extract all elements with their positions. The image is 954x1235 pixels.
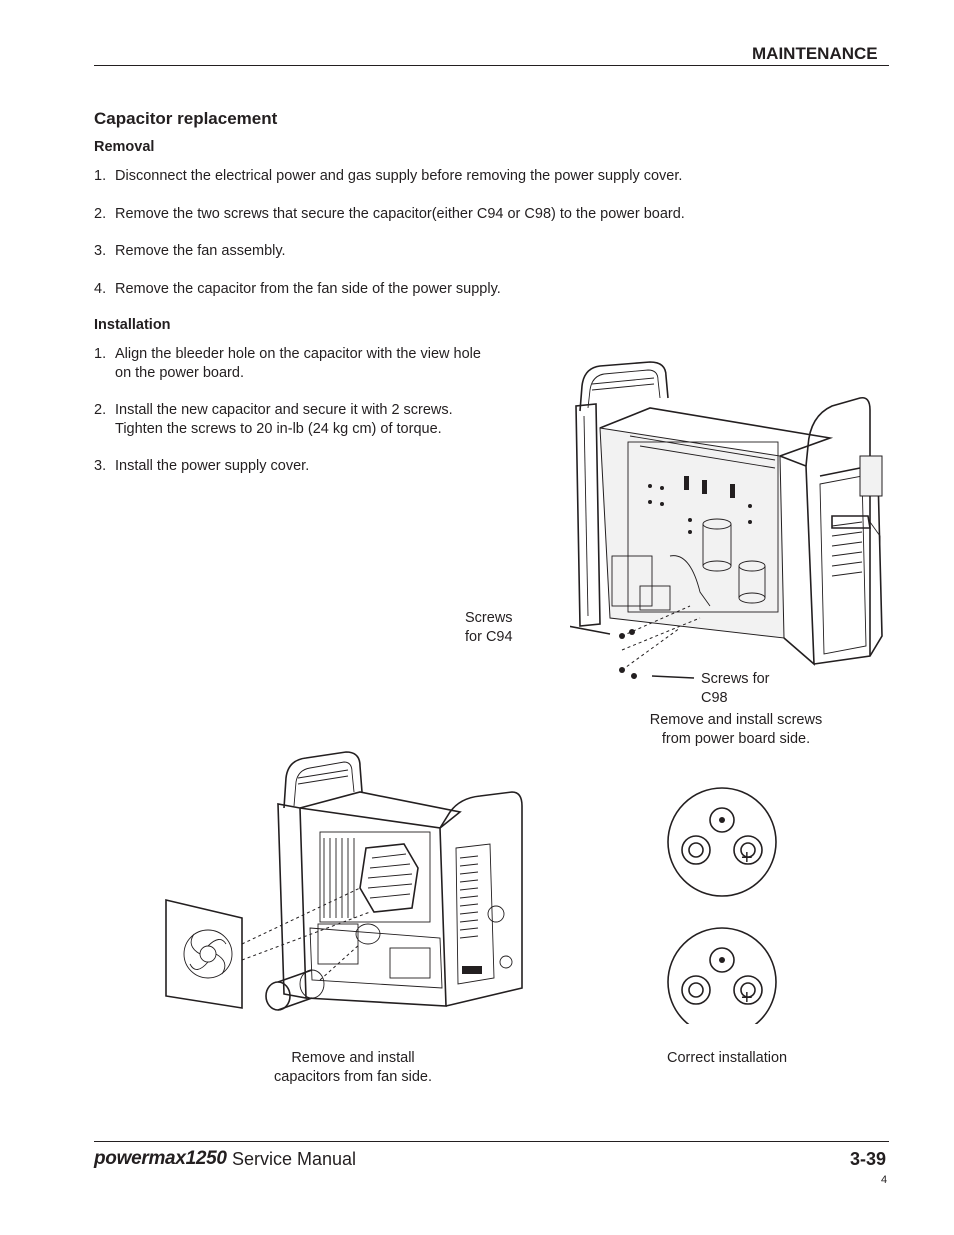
header-rule	[94, 65, 889, 66]
installation-step-1: 1.Align the bleeder hole on the capacito…	[94, 346, 481, 381]
installation-step-3: 3.Install the power supply cover.	[94, 458, 310, 474]
page-index: 4	[881, 1174, 888, 1186]
power-supply-fan-side-illustration	[165, 751, 523, 1011]
power-supply-board-side-illustration	[570, 361, 883, 679]
removal-step-1: 1.Disconnect the electrical power and ga…	[94, 168, 683, 184]
capacitor-terminal-diagrams	[667, 787, 777, 1024]
installation-step-2: 2.Install the new capacitor and secure i…	[94, 402, 453, 437]
removal-step-4: 4.Remove the capacitor from the fan side…	[94, 281, 501, 297]
removal-step-3: 3.Remove the fan assembly.	[94, 243, 286, 259]
footer-rule	[94, 1141, 889, 1142]
removal-heading: Removal	[94, 139, 155, 155]
page-number: 3-39	[850, 1149, 887, 1169]
removal-step-2: 2.Remove the two screws that secure the …	[94, 206, 685, 222]
page-title: Capacitor replacement	[94, 109, 278, 128]
positive-terminal-mark-top: +	[741, 847, 753, 869]
brand-logo: powermax1250	[94, 1148, 227, 1169]
capacitor-terminal-bottom	[667, 927, 777, 1024]
installation-heading: Installation	[94, 317, 171, 333]
positive-terminal-mark-bottom: +	[741, 987, 753, 1009]
capacitor-terminal-top	[667, 787, 777, 897]
manual-title: Service Manual	[232, 1149, 357, 1169]
section-header: MAINTENANCE	[752, 44, 878, 63]
correct-installation-caption: Correct installation	[667, 1050, 788, 1066]
